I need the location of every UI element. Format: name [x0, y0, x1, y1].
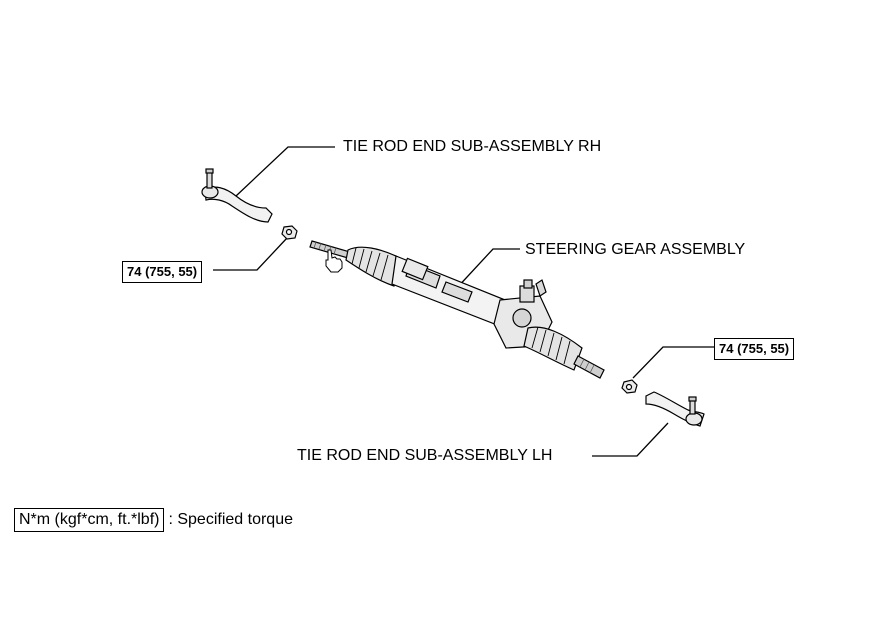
leader-torque-right: [632, 346, 714, 379]
torque-spec-left: 74 (755, 55): [122, 261, 203, 283]
label-tie-rod-end-rh: TIE ROD END SUB-ASSEMBLY RH: [343, 138, 602, 155]
torque-spec-right: 74 (755, 55): [714, 338, 795, 360]
legend-description: : Specified torque: [168, 511, 293, 528]
leader-torque-left: [213, 237, 288, 271]
torque-legend: N*m (kgf*cm, ft.*lbf): Specified torque: [14, 508, 293, 532]
tie-rod-end-lh: [645, 391, 705, 427]
leader-tie-rod-lh: [592, 422, 669, 457]
tie-rod-end-rh: [201, 168, 273, 223]
leader-tie-rod-rh: [235, 146, 335, 197]
steering-gear-assembly: [309, 240, 605, 379]
hand-cursor-icon: [325, 249, 343, 273]
leader-steering-gear: [454, 248, 520, 291]
legend-unit-box: N*m (kgf*cm, ft.*lbf): [14, 508, 165, 532]
nut-right: [621, 379, 638, 394]
label-steering-gear-assembly: STEERING GEAR ASSEMBLY: [525, 241, 746, 258]
nut-left: [281, 225, 298, 240]
label-tie-rod-end-lh: TIE ROD END SUB-ASSEMBLY LH: [297, 447, 553, 464]
